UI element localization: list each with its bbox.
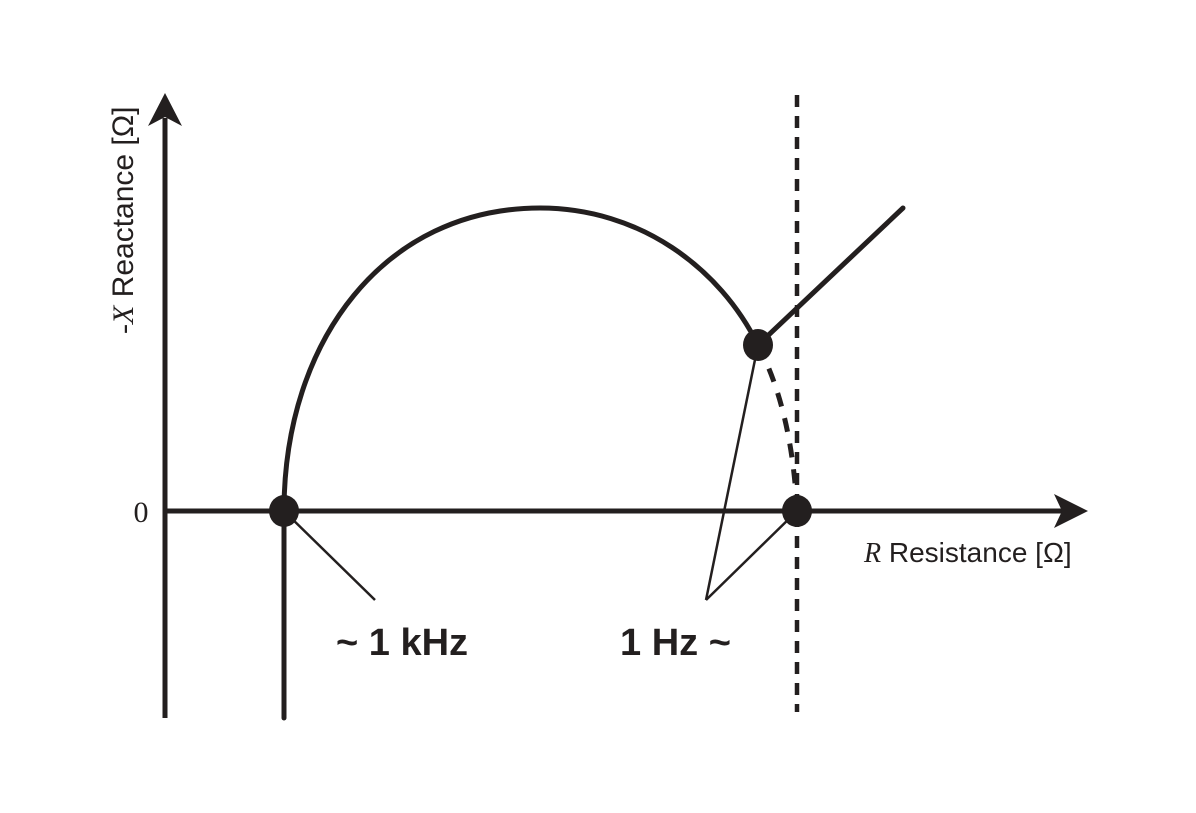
- y-axis-label: -X Reactance [Ω]: [107, 106, 140, 334]
- high-frequency-annotation: ~ 1 kHz: [336, 622, 468, 664]
- x-axis-label: R Resistance [Ω]: [863, 537, 1072, 569]
- arc-end-marker: [743, 329, 773, 361]
- low-frequency-intercept-marker: [782, 495, 812, 527]
- origin-label: 0: [134, 496, 149, 529]
- leader-line-low-frequency-axis: [705, 510, 798, 601]
- high-frequency-intercept-marker: [269, 495, 299, 527]
- semicircle-dashed-continuation: [755, 343, 800, 512]
- semicircle-arc: [281, 205, 761, 514]
- y-axis-arrowhead: [148, 93, 182, 126]
- y-axis-text: Reactance [Ω]: [107, 106, 140, 305]
- x-axis-symbol: R: [863, 538, 881, 569]
- low-frequency-annotation: 1 Hz ~: [620, 622, 731, 664]
- leader-line-high-frequency: [283, 510, 376, 601]
- diffusion-line: [755, 205, 906, 348]
- x-axis-text: Resistance [Ω]: [881, 537, 1072, 568]
- y-axis-symbol: -X: [107, 304, 140, 334]
- leader-line-low-frequency-arc: [704, 344, 760, 601]
- x-axis-arrowhead: [1054, 494, 1088, 528]
